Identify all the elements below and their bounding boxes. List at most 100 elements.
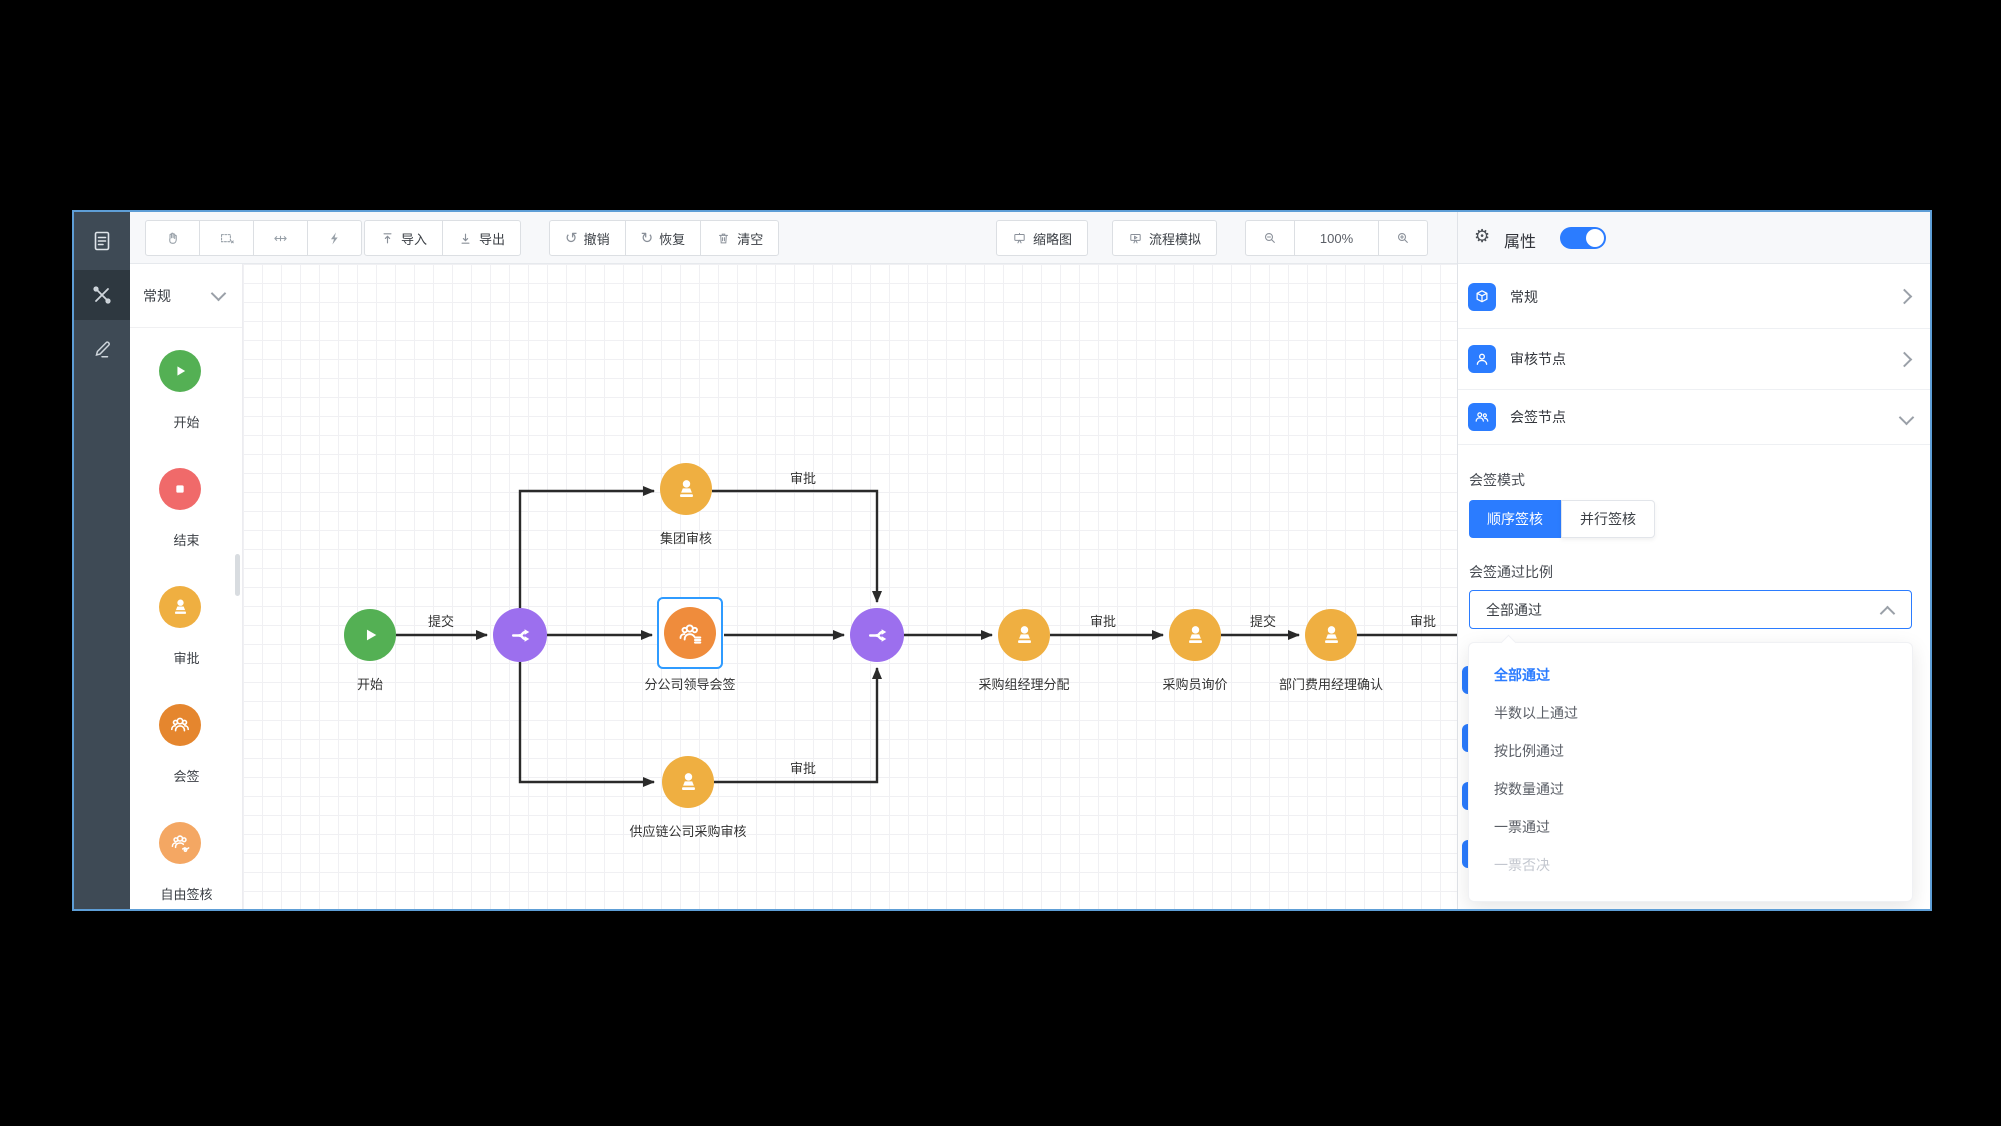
flow-node-label: 采购组经理分配 bbox=[978, 677, 1070, 692]
minimap-button[interactable]: 缩略图 bbox=[996, 220, 1089, 256]
redo-label: 恢复 bbox=[659, 231, 686, 247]
palette-node-approve[interactable] bbox=[159, 586, 201, 628]
stop-icon bbox=[176, 485, 184, 493]
section-review-node[interactable]: 审核节点 bbox=[1458, 329, 1930, 390]
flow-node-label: 采购员询价 bbox=[1162, 677, 1228, 692]
chevron-right-icon bbox=[1896, 288, 1913, 305]
flow-node-start[interactable] bbox=[344, 609, 396, 661]
palette-node-free-sign[interactable] bbox=[159, 822, 201, 864]
clear-button[interactable]: 清空 bbox=[700, 220, 780, 256]
palette-scrollbar[interactable] bbox=[235, 554, 240, 596]
export-button[interactable]: 导出 bbox=[442, 220, 522, 256]
undo-icon: ↺ bbox=[565, 230, 578, 247]
flow-edges bbox=[396, 486, 1457, 787]
simulate-button[interactable]: 流程模拟 bbox=[1112, 220, 1218, 256]
parallel-sign-button[interactable]: 并行签核 bbox=[1561, 500, 1655, 538]
users-icon bbox=[1468, 403, 1496, 431]
pass-ratio-select[interactable]: 全部通过 bbox=[1469, 590, 1912, 629]
toggle-knob bbox=[1586, 229, 1604, 247]
flow-node-confirm[interactable] bbox=[1305, 609, 1357, 661]
clear-label: 清空 bbox=[737, 231, 764, 247]
zoom-control-group: 100% bbox=[1245, 220, 1428, 256]
pass-ratio-label: 会签通过比例 bbox=[1469, 564, 1553, 580]
flow-node-label: 部门费用经理确认 bbox=[1278, 677, 1384, 692]
document-icon[interactable] bbox=[74, 216, 130, 266]
simulate-icon bbox=[1130, 233, 1141, 243]
flow-canvas[interactable]: 开始 集团审核 分公司领导会签 供应链公司采购审核 采购组经理分配 采购员询价 … bbox=[243, 264, 1457, 909]
palette-node-end[interactable] bbox=[159, 468, 201, 510]
flow-node-label: 供应链公司采购审核 bbox=[629, 824, 747, 839]
palette-group-header[interactable]: 常规 bbox=[130, 264, 242, 328]
dropdown-option-by-count[interactable]: 按数量通过 bbox=[1494, 781, 1564, 797]
palette-node-start[interactable] bbox=[159, 350, 201, 392]
edge-label: 审批 bbox=[1089, 614, 1117, 629]
branch-icon bbox=[511, 628, 529, 642]
export-icon bbox=[461, 233, 470, 244]
sequential-sign-button[interactable]: 顺序签核 bbox=[1469, 500, 1561, 538]
flow-node-supply-review[interactable] bbox=[662, 756, 714, 808]
flow-node-label: 开始 bbox=[356, 677, 384, 692]
dropdown-option-one-vote-pass[interactable]: 一票通过 bbox=[1494, 819, 1550, 835]
flow-node-inquiry[interactable] bbox=[1169, 609, 1221, 661]
palette-node-label: 自由签核 bbox=[160, 887, 213, 902]
simulate-label: 流程模拟 bbox=[1149, 231, 1202, 247]
flow-node-group-review[interactable] bbox=[660, 463, 712, 515]
io-button-group: 导入 导出 bbox=[364, 220, 522, 256]
import-icon bbox=[383, 232, 392, 243]
sign-mode-label: 会签模式 bbox=[1469, 472, 1525, 488]
dropdown-option-all-pass[interactable]: 全部通过 bbox=[1494, 667, 1550, 683]
section-general[interactable]: 常规 bbox=[1458, 265, 1930, 329]
play-icon bbox=[366, 629, 377, 641]
redo-button[interactable]: ↻ 恢复 bbox=[624, 220, 702, 256]
flow-tools-icon[interactable] bbox=[74, 270, 130, 320]
stamp-icon bbox=[679, 479, 693, 497]
zoom-level-value[interactable]: 100% bbox=[1294, 220, 1379, 256]
panel-title: 属性 bbox=[1504, 234, 1537, 251]
chevron-right-icon bbox=[1896, 351, 1913, 367]
redo-icon: ↻ bbox=[640, 230, 654, 247]
palette-node-label: 审批 bbox=[173, 651, 200, 666]
users-hand-icon bbox=[171, 835, 190, 852]
import-button[interactable]: 导入 bbox=[364, 220, 444, 256]
section-label: 常规 bbox=[1510, 288, 1538, 305]
dropdown-option-one-vote-veto: 一票否决 bbox=[1494, 857, 1550, 873]
edge-label: 提交 bbox=[427, 614, 455, 629]
toolbar: 导入 导出 ↺ 撤销 ↻ 恢复 清空 缩略图 bbox=[130, 212, 1457, 264]
branch-icon bbox=[868, 628, 886, 642]
flow-node-gateway-1[interactable] bbox=[493, 608, 547, 662]
undo-label: 撤销 bbox=[583, 231, 610, 247]
flow-node-assign[interactable] bbox=[998, 609, 1050, 661]
flow-node-branch-countersign[interactable] bbox=[664, 607, 716, 659]
zoom-out-button[interactable] bbox=[1245, 220, 1295, 256]
section-countersign-node[interactable]: 会签节点 bbox=[1458, 390, 1930, 445]
flow-node-gateway-2[interactable] bbox=[850, 608, 904, 662]
chevron-up-icon bbox=[1879, 605, 1896, 622]
pass-ratio-dropdown: 全部通过 半数以上通过 按比例通过 按数量通过 一票通过 一票否决 bbox=[1468, 634, 1913, 902]
users-icon bbox=[170, 717, 190, 732]
trash-icon bbox=[719, 233, 729, 243]
quick-connect-tool-button[interactable] bbox=[307, 220, 362, 256]
undo-button[interactable]: ↺ 撤销 bbox=[549, 220, 626, 256]
edge-label: 审批 bbox=[1409, 614, 1437, 629]
hand-tool-button[interactable] bbox=[145, 220, 200, 256]
chevron-down-icon bbox=[210, 285, 227, 302]
properties-panel: ⚙ 属性 常规 审核节点 会签节点 会签模式 顺序 bbox=[1457, 212, 1930, 909]
palette-node-countersign[interactable] bbox=[159, 704, 201, 746]
marquee-select-tool-button[interactable] bbox=[199, 220, 254, 256]
zoom-in-button[interactable] bbox=[1378, 220, 1428, 256]
move-tool-button[interactable] bbox=[253, 220, 308, 256]
node-palette: 常规 开始 结束 审批 会签 自由签核 bbox=[130, 264, 243, 909]
dropdown-option-by-ratio[interactable]: 按比例通过 bbox=[1494, 743, 1564, 759]
dropdown-option-majority[interactable]: 半数以上通过 bbox=[1494, 705, 1578, 721]
edge-label: 审批 bbox=[789, 761, 817, 776]
palette-node-label: 会签 bbox=[173, 769, 200, 784]
users-menu-icon bbox=[679, 624, 702, 644]
stamp-icon bbox=[681, 772, 695, 790]
properties-toggle[interactable] bbox=[1560, 227, 1606, 249]
chevron-down-icon bbox=[1898, 409, 1915, 425]
section-label: 会签节点 bbox=[1510, 409, 1566, 425]
palette-node-label: 结束 bbox=[173, 533, 200, 548]
edge-label: 审批 bbox=[789, 471, 817, 486]
pencil-icon[interactable] bbox=[74, 324, 130, 374]
stamp-icon bbox=[174, 599, 186, 614]
